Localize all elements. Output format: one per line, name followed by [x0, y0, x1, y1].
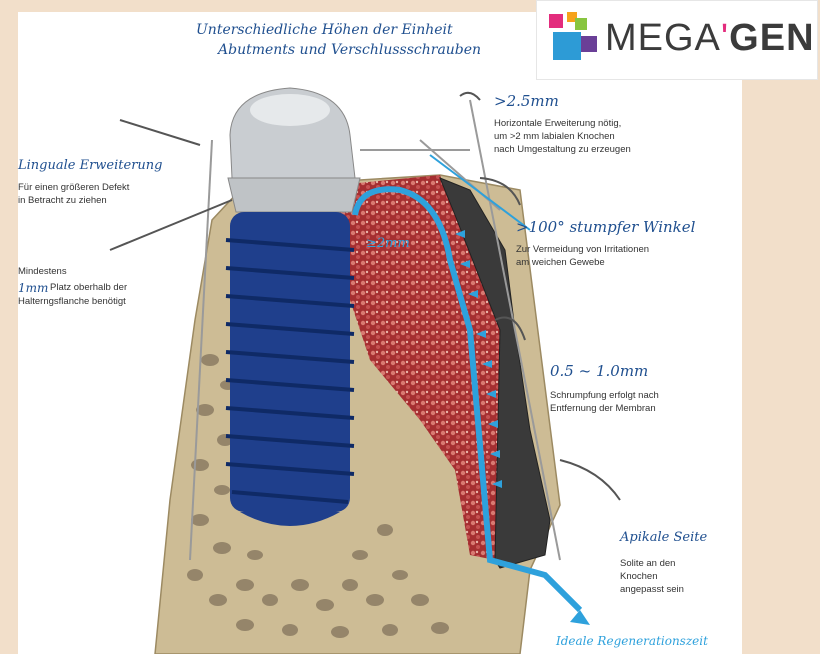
angle-text-2: am weichen Gewebe [516, 257, 605, 269]
horizontal-text-3: nach Umgestaltung zu erzeugen [494, 144, 631, 156]
megagen-logo: MEGA'GEN [536, 0, 818, 80]
shrink-value: 0.5 ~ 1.0mm [550, 362, 648, 380]
horizontal-text-2: um >2 mm labialen Knochen [494, 131, 615, 143]
angle-text-1: Zur Vermeidung von Irritationen [516, 244, 649, 256]
logo-wordmark: MEGA'GEN [605, 17, 815, 60]
lingual-title: Linguale Erweiterung [18, 158, 162, 173]
bottom-title: Ideale Regenerationszeit [556, 634, 708, 648]
abutment-collar [228, 178, 360, 212]
min-text-3: Halterngsflanche benötigt [18, 296, 126, 308]
graft-width-label: ≥2mm [366, 236, 410, 251]
header-line1: Unterschiedliche Höhen der Einheit [196, 22, 453, 38]
header-line2: Abutments und Verschlussschrauben [218, 42, 481, 58]
shrink-text-1: Schrumpfung erfolgt nach [550, 390, 659, 402]
min-text-1: Mindestens [18, 266, 67, 278]
apical-title: Apikale Seite [620, 530, 707, 545]
apical-text-1: Solite an den [620, 558, 675, 570]
shrink-text-2: Entfernung der Membran [550, 403, 656, 415]
lingual-text-2: in Betracht zu ziehen [18, 195, 107, 207]
apical-text-3: angepasst sein [620, 584, 684, 596]
min-value: 1mm [18, 281, 48, 295]
logo-mark-icon [545, 10, 605, 70]
min-text-2: Platz oberhalb der [50, 282, 127, 294]
lingual-text-1: Für einen größeren Defekt [18, 182, 129, 194]
angle-value: >100° stumpfer Winkel [516, 218, 695, 236]
horizontal-text-1: Horizontale Erweiterung nötig, [494, 118, 621, 130]
horizontal-value: >2.5mm [494, 92, 559, 110]
apical-text-2: Knochen [620, 571, 658, 583]
